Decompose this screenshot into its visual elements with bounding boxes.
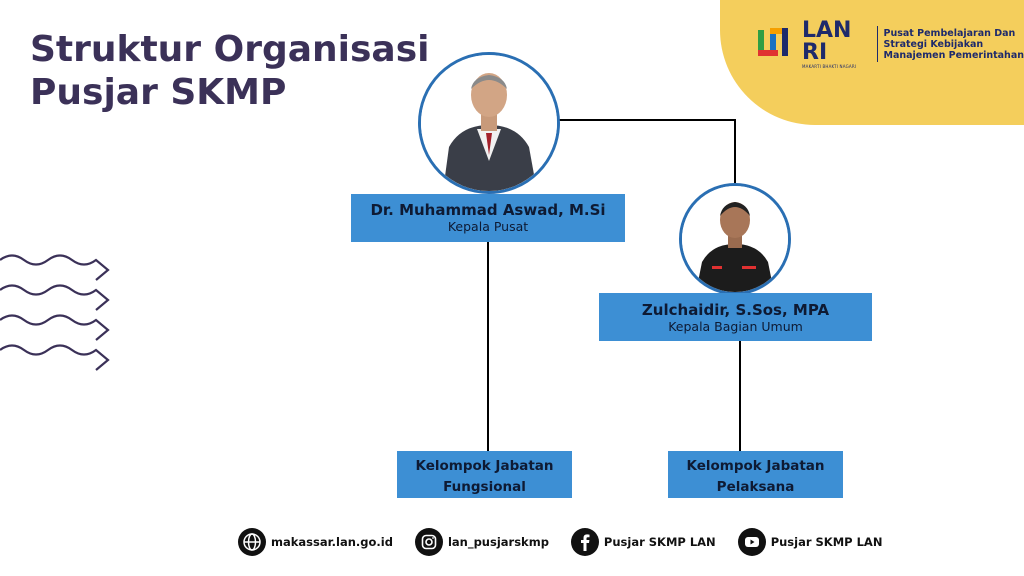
youtube-channel[interactable]: Pusjar SKMP LAN <box>770 535 883 549</box>
general-role: Kepala Bagian Umum <box>668 319 803 334</box>
page-title: Struktur Organisasi Pusjar SKMP <box>30 28 429 114</box>
header-banner <box>720 0 1024 125</box>
functional-line-1: Kelompok Jabatan <box>415 458 554 474</box>
head-name: Dr. Muhammad Aswad, M.Si <box>370 201 606 219</box>
lan-logo-mark-icon <box>756 24 800 64</box>
logo-description: Pusat Pembelajaran Dan Strategi Kebijaka… <box>883 27 1024 61</box>
functional-group-box: Kelompok Jabatan Fungsional <box>397 451 572 498</box>
general-photo <box>679 183 791 295</box>
social-facebook[interactable]: Pusjar SKMP LAN <box>570 528 716 556</box>
facebook-icon <box>570 528 599 556</box>
website-link[interactable]: makassar.lan.go.id <box>271 535 393 549</box>
title-line-2: Pusjar SKMP <box>30 72 287 113</box>
person-portrait-icon <box>682 186 788 292</box>
person-portrait-icon <box>421 55 557 191</box>
general-name: Zulchaidir, S.Sos, MPA <box>641 301 830 319</box>
social-instagram[interactable]: lan_pusjarskmp <box>414 528 549 556</box>
connector-general-down <box>739 341 741 451</box>
general-namebox: Zulchaidir, S.Sos, MPA Kepala Bagian Umu… <box>599 293 872 341</box>
connector-head-right <box>559 119 735 121</box>
lan-ri-logo: LAN RI MAKARTI BHAKTI NAGARI Pusat Pembe… <box>756 19 1024 69</box>
head-photo <box>418 52 560 194</box>
wave-decoration <box>0 250 115 379</box>
footer-socials: makassar.lan.go.id lan_pusjarskmp Pusjar… <box>238 528 882 556</box>
functional-line-2: Fungsional <box>443 479 526 495</box>
executive-line-2: Pelaksana <box>716 479 795 495</box>
executive-group-box: Kelompok Jabatan Pelaksana <box>668 451 843 498</box>
youtube-icon <box>737 528 766 556</box>
title-line-1: Struktur Organisasi <box>30 29 430 70</box>
instagram-handle[interactable]: lan_pusjarskmp <box>447 535 549 549</box>
logo-divider <box>876 26 878 62</box>
logo-name: LAN RI <box>802 17 852 65</box>
social-website[interactable]: makassar.lan.go.id <box>238 528 393 556</box>
logo-tagline: MAKARTI BHAKTI NAGARI <box>802 63 857 69</box>
globe-icon <box>238 528 266 556</box>
executive-line-1: Kelompok Jabatan <box>686 458 825 474</box>
social-youtube[interactable]: Pusjar SKMP LAN <box>737 528 883 556</box>
facebook-page[interactable]: Pusjar SKMP LAN <box>603 535 716 549</box>
head-namebox: Dr. Muhammad Aswad, M.Si Kepala Pusat <box>351 194 625 242</box>
head-role: Kepala Pusat <box>447 219 529 234</box>
connector-to-general <box>734 119 736 183</box>
connector-head-down <box>487 242 489 452</box>
instagram-icon <box>414 528 443 556</box>
